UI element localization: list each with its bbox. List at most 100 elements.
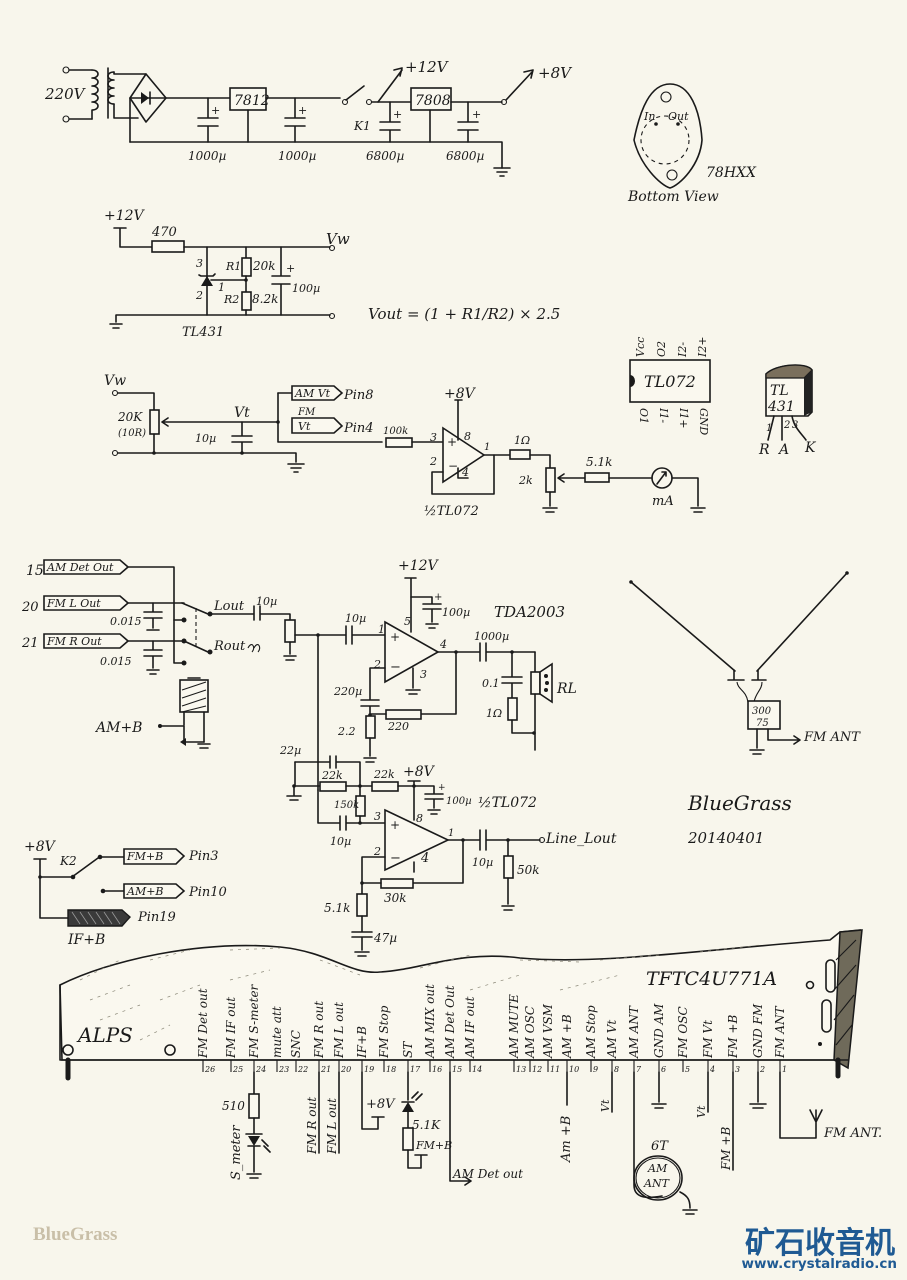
zobel-cap-label: 0.1 <box>482 677 500 690</box>
am-b-label: AM+B <box>94 720 142 736</box>
rg-label: 5.1k <box>324 901 350 915</box>
out-cap-label: 1000µ <box>474 630 509 643</box>
r-5k1-label: 5.1k <box>586 455 612 469</box>
pin-name: K <box>804 440 817 456</box>
pin-label: 2 <box>373 658 381 671</box>
ground-icon <box>682 1209 698 1215</box>
module-pin-label: FM R out <box>312 1001 326 1059</box>
pin-number: 15 <box>26 563 44 579</box>
module-pin-label: AM Vt <box>605 1020 619 1059</box>
pot-note: (10R) <box>118 428 146 439</box>
ground-icon <box>749 749 765 755</box>
cap-value: 1000µ <box>278 149 317 163</box>
supply-label: +12V <box>104 208 146 224</box>
module-pin-label: FM Stop <box>377 1005 391 1059</box>
site-logo-cn: 矿石收音机 <box>745 1226 895 1261</box>
module-pin-label: mute att <box>270 1006 284 1058</box>
site-url[interactable]: www.crystalradio.cn <box>741 1256 897 1272</box>
module-pin-number: 18 <box>386 1065 396 1074</box>
pin-label: GND <box>697 408 710 435</box>
pin-label: 3 <box>196 257 203 270</box>
resistor-510-label: 510 <box>222 1099 245 1113</box>
module-pin-number: 23 <box>278 1065 289 1074</box>
module-pin-number: 6 <box>661 1065 666 1074</box>
module-pin-number: 22 <box>297 1065 308 1074</box>
svg-text:−: − <box>390 851 401 866</box>
tag-label: FM L Out <box>46 597 101 610</box>
module-pin-label: AM MIX out <box>423 984 437 1059</box>
pin-label: I2+ <box>696 336 709 358</box>
pin-label: Pin19 <box>137 910 176 925</box>
resistor-zobel <box>507 697 518 721</box>
ground-icon <box>405 689 421 695</box>
pin-label: 1 <box>448 828 454 839</box>
cap-value: 0.015 <box>100 655 132 668</box>
tag-label: FM+B <box>126 850 163 863</box>
svg-text:+: + <box>472 108 481 121</box>
resistor-50k <box>503 855 514 879</box>
tl072-pinout: TL072 Vcc O2 I2- I2+ O1 I1- I1+ GND <box>629 336 711 435</box>
formula: Vout = (1 + R1/R2) × 2.5 <box>368 305 560 323</box>
ground-icon <box>246 1173 262 1179</box>
relay-coil-icon <box>179 679 209 713</box>
supply-cap-label: 100µ <box>446 796 472 807</box>
ground-icon <box>493 167 511 177</box>
fm-l-out-label: FM L out <box>325 1098 339 1155</box>
module-model: TFTC4U771A <box>646 968 777 990</box>
svg-text:+: + <box>447 435 457 449</box>
tag-label: FM R Out <box>46 635 102 648</box>
resistor-1ohm <box>509 449 531 460</box>
coupling-cap-label: 10µ <box>256 595 277 608</box>
power-supply: 220V 7812 + 1000µ + <box>44 58 573 177</box>
tl431-label: TL431 <box>182 325 224 340</box>
r-22k-b-label: 22k <box>373 768 395 781</box>
module-pin-number: 24 <box>255 1065 266 1074</box>
reference-circuit: +12V 470 Vw 3 2 1 R1 20k R2 8.2k + 100µ … <box>104 208 560 340</box>
tag-label: AM Det Out <box>46 561 114 574</box>
speaker-icon <box>530 671 541 695</box>
in-cap-label: 10µ <box>330 835 351 848</box>
vw-input-label: Vw <box>104 373 126 389</box>
module-pin-number: 3 <box>735 1065 740 1074</box>
pin-label: I1+ <box>677 407 690 429</box>
pin-label: 1 <box>484 442 490 453</box>
cg-label: 47µ <box>373 931 397 945</box>
vt-node-label: Vt <box>234 405 250 421</box>
tl431-line1: TL <box>770 383 789 399</box>
fm-note: FM <box>297 407 316 418</box>
resistor-st <box>402 1127 414 1151</box>
fm-pin-label: Pin4 <box>343 421 374 436</box>
vt-label: Vt <box>599 1099 612 1112</box>
module-pin-number: 13 <box>516 1065 526 1074</box>
am-ant-label1: AM <box>647 1162 668 1175</box>
pin-label: 1 <box>378 623 385 636</box>
transformer-icon <box>91 67 147 120</box>
ground-icon <box>146 629 160 675</box>
module-pin-label: AM IF out <box>463 996 477 1059</box>
module-pin-number: 25 <box>232 1065 243 1074</box>
pin-label: Pin3 <box>188 849 219 864</box>
ground-icon <box>749 1103 767 1109</box>
author-signature: BlueGrass <box>687 791 792 815</box>
module-pin-label: GND FM <box>751 1003 765 1058</box>
module-pin-number: 16 <box>432 1065 442 1074</box>
pin-label: 2 <box>195 289 203 302</box>
st-supply-label: FM+B <box>415 1139 452 1152</box>
svg-text:−: − <box>390 660 401 675</box>
tl431-symbol-icon <box>201 276 213 286</box>
module-pin-label: FM S-meter <box>247 983 261 1059</box>
led-icon <box>248 1136 260 1146</box>
module-pin-number: 15 <box>452 1065 462 1074</box>
module-pin-label: AM ANT <box>627 1005 641 1059</box>
input-terminal <box>62 115 70 123</box>
resistor-2r2 <box>365 715 376 739</box>
led-icon <box>402 1102 414 1112</box>
